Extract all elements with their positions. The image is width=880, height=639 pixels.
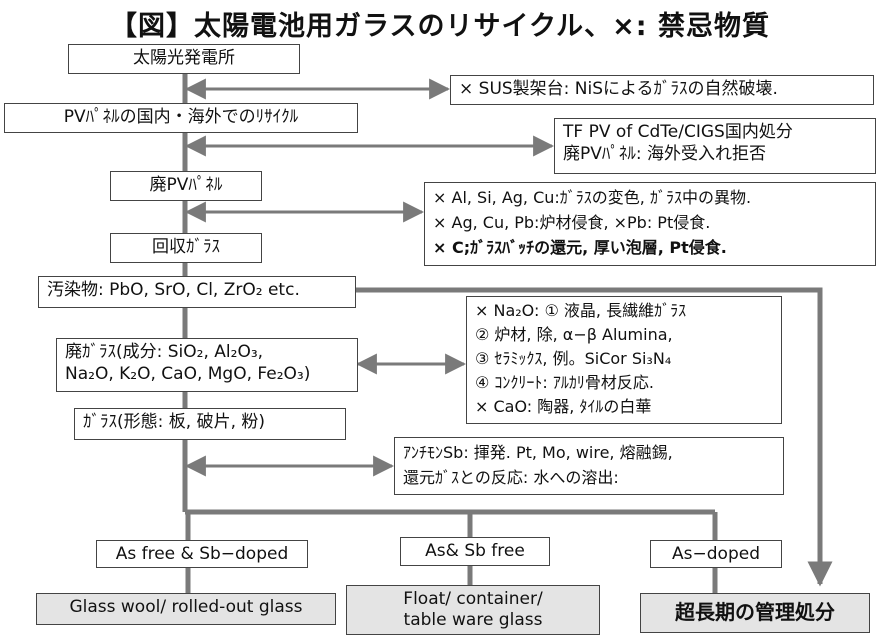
output-long-term-disposal: 超長期の管理処分 [640,593,870,633]
note-thin-film-disposal: TF PV of CdTe/CIGS国内処分 廃PVﾊﾟﾈﾙ: 海外受入れ拒否 [554,118,876,174]
note-sus-frame: × SUS製架台: NiSによるｶﾞﾗｽの自然破壊. [450,75,874,105]
branch-as-doped: As−doped [650,540,782,568]
branch-as-sb-free: As& Sb free [400,537,550,566]
figure-title: 【図】太陽電池用ガラスのリサイクル、×: 禁忌物質 [110,11,770,42]
pv-recycling-box: PVﾊﾟﾈﾙの国内・海外でのﾘｻｲｸﾙ [4,103,358,133]
note-na2o-cao: × Na₂O: ① 液晶, 長繊維ｶﾞﾗｽ ② 炉材, 除, α−β Alumi… [466,296,782,424]
note-metal-contaminants: × Al, Si, Ag, Cu:ｶﾞﾗｽの変色, ｶﾞﾗｽ中の異物. × Ag… [424,182,876,266]
glass-form-box: ｶﾞﾗｽ(形態: 板, 破片, 粉) [74,408,346,440]
output-float-container: Float/ container/ table ware glass [346,585,600,635]
solar-plant-box: 太陽光発電所 [68,44,300,74]
waste-pv-box: 廃PVﾊﾟﾈﾙ [110,171,262,201]
output-glass-wool: Glass wool/ rolled-out glass [36,593,336,625]
arrow-contaminant-route [356,287,833,587]
contaminants-box: 汚染物: PbO, SrO, Cl, ZrO₂ etc. [38,276,356,308]
waste-glass-composition-box: 廃ｶﾞﾗｽ(成分: SiO₂, Al₂O₃, Na₂O, K₂O, CaO, M… [56,338,358,392]
recovered-glass-box: 回収ｶﾞﾗｽ [110,233,262,263]
note-antimony: ｱﾝﾁﾓﾝSb: 揮発. Pt, Mo, wire, 熔融錫, 還元ｶﾞｽとの反… [394,437,784,495]
branch-as-free-sb-doped: As free & Sb−doped [96,540,308,568]
